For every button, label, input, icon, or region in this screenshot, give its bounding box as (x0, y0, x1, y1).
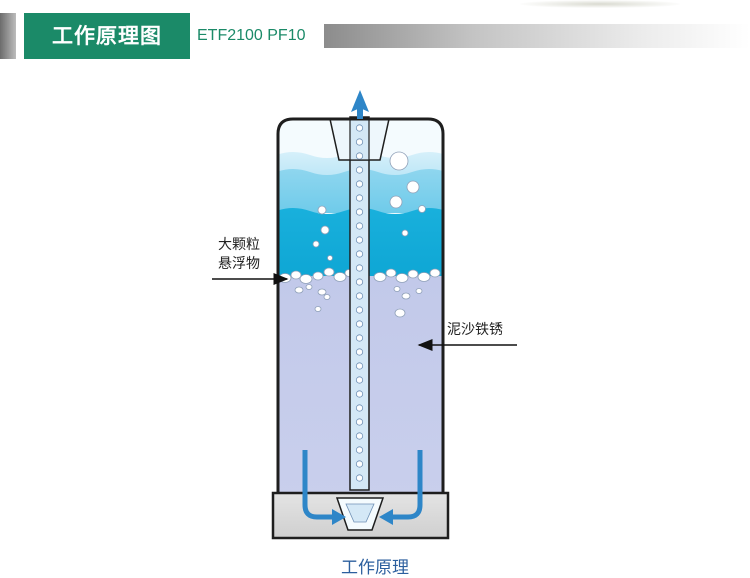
center-riser-pipe (349, 116, 370, 491)
flow-in-arrow-left-icon (302, 450, 334, 520)
header-bar: 工作原理图 ETF2100 PF10 (0, 13, 750, 59)
label-line: 大颗粒 (218, 237, 260, 253)
header-divider-strip (324, 24, 750, 48)
flow-in-arrow-right-icon (391, 450, 423, 520)
large-particles-label: 大颗粒 悬浮物 (218, 236, 260, 274)
diagram-caption: 工作原理 (341, 558, 409, 578)
model-number: ETF2100 PF10 (197, 27, 306, 44)
header: 工作原理图 ETF2100 PF10 (0, 0, 750, 80)
label-line: 悬浮物 (218, 256, 260, 272)
mud-rust-label: 泥沙铁锈 (447, 322, 503, 338)
page-title: 工作原理图 (24, 13, 190, 59)
flow-up-arrow-icon (351, 90, 369, 112)
header-accent-stub (0, 13, 16, 59)
air-bubbles (312, 151, 426, 261)
decorative-glow (520, 0, 680, 8)
